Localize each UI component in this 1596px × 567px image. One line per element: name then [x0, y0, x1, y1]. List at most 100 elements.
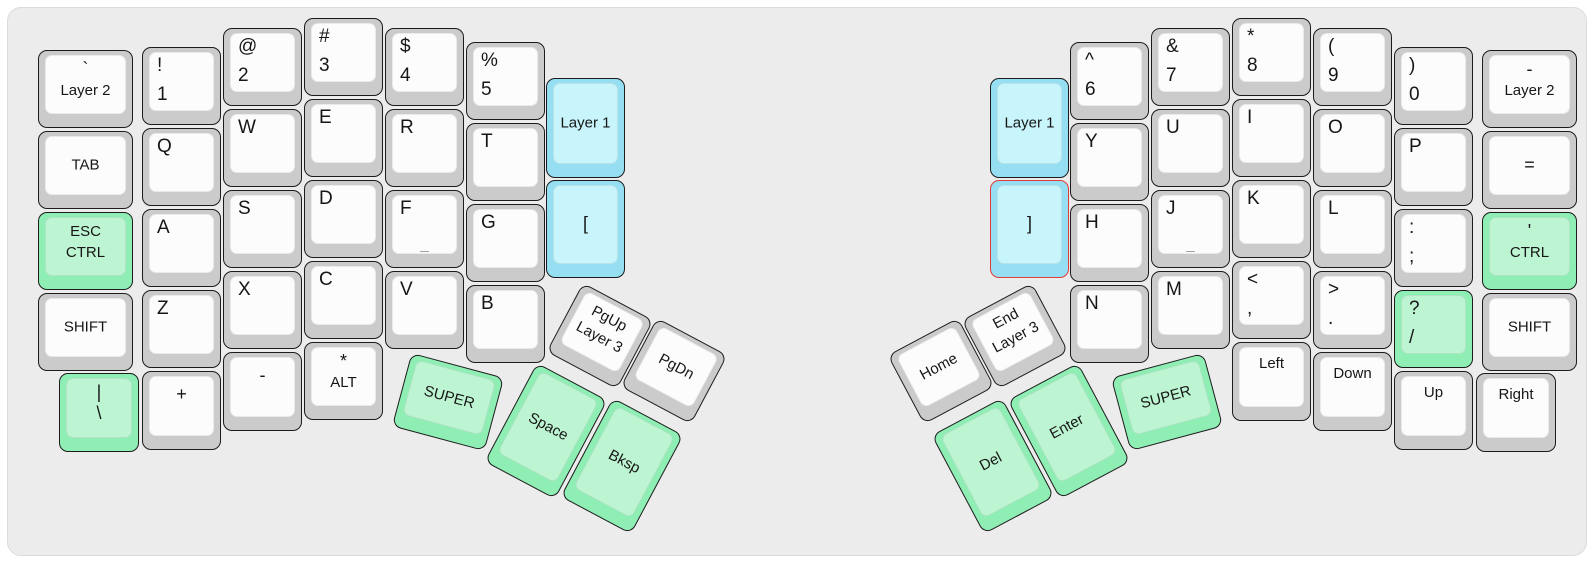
key-right-u[interactable]: U — [1151, 109, 1230, 187]
key-legend: > — [1328, 279, 1340, 300]
key-left-s[interactable]: S — [223, 190, 302, 268]
keycap-top: <, — [1239, 266, 1304, 325]
key-left-alt[interactable]: *ALT — [304, 342, 383, 420]
key-left-b[interactable]: B — [466, 285, 545, 363]
key-left-q[interactable]: Q — [142, 128, 221, 206]
keycap-top: I — [1239, 104, 1304, 163]
key-left-layer-2[interactable]: `Layer 2 — [38, 50, 133, 128]
key-legend: Y — [1085, 131, 1098, 152]
key-right-period[interactable]: >. — [1313, 271, 1392, 349]
key-left-minus[interactable]: - — [223, 352, 302, 431]
key-right-y[interactable]: Y — [1070, 123, 1149, 201]
key-right-l[interactable]: L — [1313, 190, 1392, 268]
key-right-slash[interactable]: ?/ — [1394, 290, 1473, 368]
key-left-z[interactable]: Z — [142, 290, 221, 368]
key-left-layer-1[interactable]: Layer 1 — [546, 78, 625, 178]
keycap-top: *8 — [1239, 23, 1304, 82]
keycap-top: ?/ — [1401, 295, 1466, 354]
key-right-left-arrow[interactable]: Left — [1232, 342, 1311, 421]
key-right-h[interactable]: H — [1070, 204, 1149, 282]
key-legend: Z — [157, 298, 169, 319]
key-left-5[interactable]: %5 — [466, 42, 545, 120]
key-right-m[interactable]: M — [1151, 271, 1230, 349]
key-left-open-bracket[interactable]: [ — [546, 180, 625, 278]
key-right-o[interactable]: O — [1313, 109, 1392, 187]
key-legend: Left — [1258, 355, 1285, 372]
keycap-top: 'CTRL — [1489, 217, 1570, 276]
key-left-t[interactable]: T — [466, 123, 545, 201]
keycap-top: )0 — [1401, 52, 1466, 111]
keycap-top: B — [473, 290, 538, 349]
key-right-comma[interactable]: <, — [1232, 261, 1311, 339]
key-left-w[interactable]: W — [223, 109, 302, 187]
key-right-semicolon[interactable]: :; — [1394, 209, 1473, 287]
keycap-top: Up — [1401, 376, 1466, 436]
key-left-x[interactable]: X — [223, 271, 302, 349]
key-right-0[interactable]: )0 — [1394, 47, 1473, 125]
keycap-top: S — [230, 195, 295, 254]
key-left-f[interactable]: F_ — [385, 190, 464, 268]
keycap-top: A — [149, 214, 214, 273]
key-left-e[interactable]: E — [304, 99, 383, 177]
key-right-j[interactable]: J_ — [1151, 190, 1230, 268]
key-legend: * — [339, 351, 347, 371]
key-right-right-arrow[interactable]: Right — [1476, 373, 1556, 452]
key-left-r[interactable]: R — [385, 109, 464, 187]
key-right-equals[interactable]: = — [1482, 131, 1577, 209]
key-left-v[interactable]: V — [385, 271, 464, 349]
key-right-n[interactable]: N — [1070, 285, 1149, 363]
key-legend: 2 — [238, 65, 249, 86]
key-right-i[interactable]: I — [1232, 99, 1311, 177]
key-left-g[interactable]: G — [466, 204, 545, 282]
keycap-top: J_ — [1158, 195, 1223, 254]
key-right-shift[interactable]: SHIFT — [1482, 293, 1577, 371]
key-legend: ' — [1527, 221, 1532, 241]
key-left-c[interactable]: C — [304, 261, 383, 339]
key-left-a[interactable]: A — [142, 209, 221, 287]
key-right-7[interactable]: &7 — [1151, 28, 1230, 106]
keycap-top: Q — [149, 133, 214, 192]
key-left-2[interactable]: @2 — [223, 28, 302, 106]
keycap-top: *ALT — [311, 347, 376, 406]
keycap-top: H — [1077, 209, 1142, 268]
key-left-pipe-backslash[interactable]: |\ — [59, 373, 139, 452]
key-legend: V — [400, 279, 413, 300]
key-left-d[interactable]: D — [304, 180, 383, 258]
key-legend: = — [1524, 153, 1535, 174]
key-legend: E — [319, 107, 332, 128]
key-right-ctrl[interactable]: 'CTRL — [1482, 212, 1577, 290]
keycap-top: SUPER — [1118, 359, 1213, 436]
key-legend: 3 — [319, 55, 330, 76]
key-left-plus[interactable]: + — [142, 371, 221, 450]
key-right-up-arrow[interactable]: Up — [1394, 371, 1473, 450]
keycap-top: - — [230, 357, 295, 417]
keycap-top: &7 — [1158, 33, 1223, 92]
key-left-3[interactable]: #3 — [304, 18, 383, 96]
keycap-top: + — [149, 376, 214, 436]
key-right-close-bracket[interactable]: ] — [990, 180, 1069, 278]
key-right-6[interactable]: ^6 — [1070, 42, 1149, 120]
key-legend: ! — [157, 55, 163, 76]
keycap-top: P — [1401, 133, 1466, 192]
keycap-top: = — [1489, 136, 1570, 195]
key-right-down-arrow[interactable]: Down — [1313, 352, 1392, 431]
key-right-layer-1[interactable]: Layer 1 — [990, 78, 1069, 178]
key-right-9[interactable]: (9 — [1313, 28, 1392, 106]
key-right-8[interactable]: *8 — [1232, 18, 1311, 96]
key-right-k[interactable]: K — [1232, 180, 1311, 258]
key-legend: H — [1085, 212, 1099, 233]
key-left-shift[interactable]: SHIFT — [38, 293, 133, 371]
key-left-4[interactable]: $4 — [385, 28, 464, 106]
key-left-1[interactable]: !1 — [142, 47, 221, 125]
key-right-p[interactable]: P — [1394, 128, 1473, 206]
key-right-layer-2[interactable]: -Layer 2 — [1482, 50, 1577, 128]
keycap-top: SHIFT — [1489, 298, 1570, 357]
keycap-top: |\ — [66, 378, 132, 438]
key-legend: + — [176, 384, 187, 404]
key-legend: , — [1247, 298, 1253, 319]
key-legend: * — [1247, 26, 1255, 47]
key-legend: @ — [238, 36, 258, 57]
key-left-tab[interactable]: TAB — [38, 131, 133, 209]
